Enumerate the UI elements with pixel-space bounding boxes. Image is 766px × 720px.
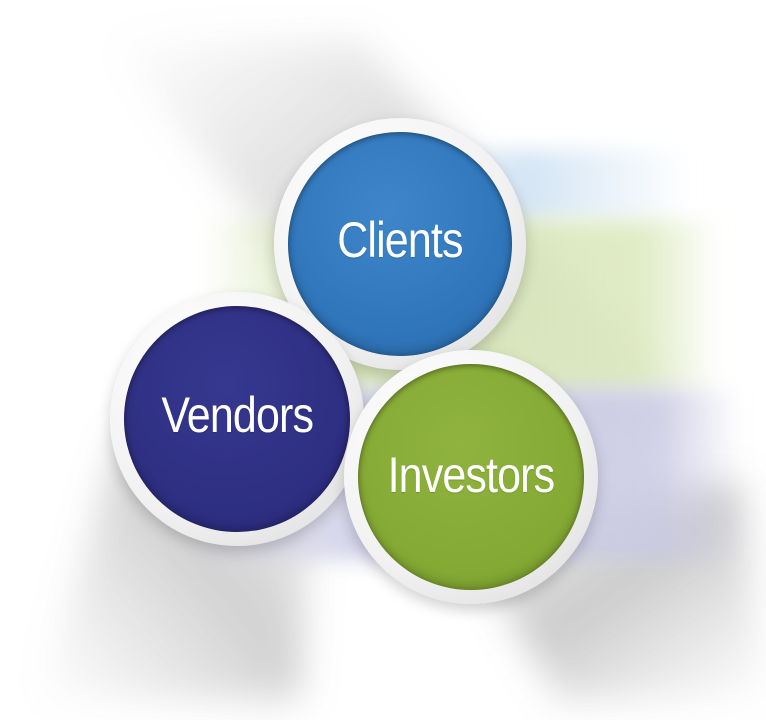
node-label-clients: Clients [337, 212, 463, 268]
node-fill [288, 132, 512, 356]
node-label-vendors: Vendors [161, 387, 314, 443]
node-fill [358, 364, 584, 590]
node-label-investors: Investors [387, 447, 556, 503]
node-vendors: Vendors [110, 292, 364, 546]
node-fill [124, 306, 350, 532]
node-investors: Investors [344, 350, 598, 604]
